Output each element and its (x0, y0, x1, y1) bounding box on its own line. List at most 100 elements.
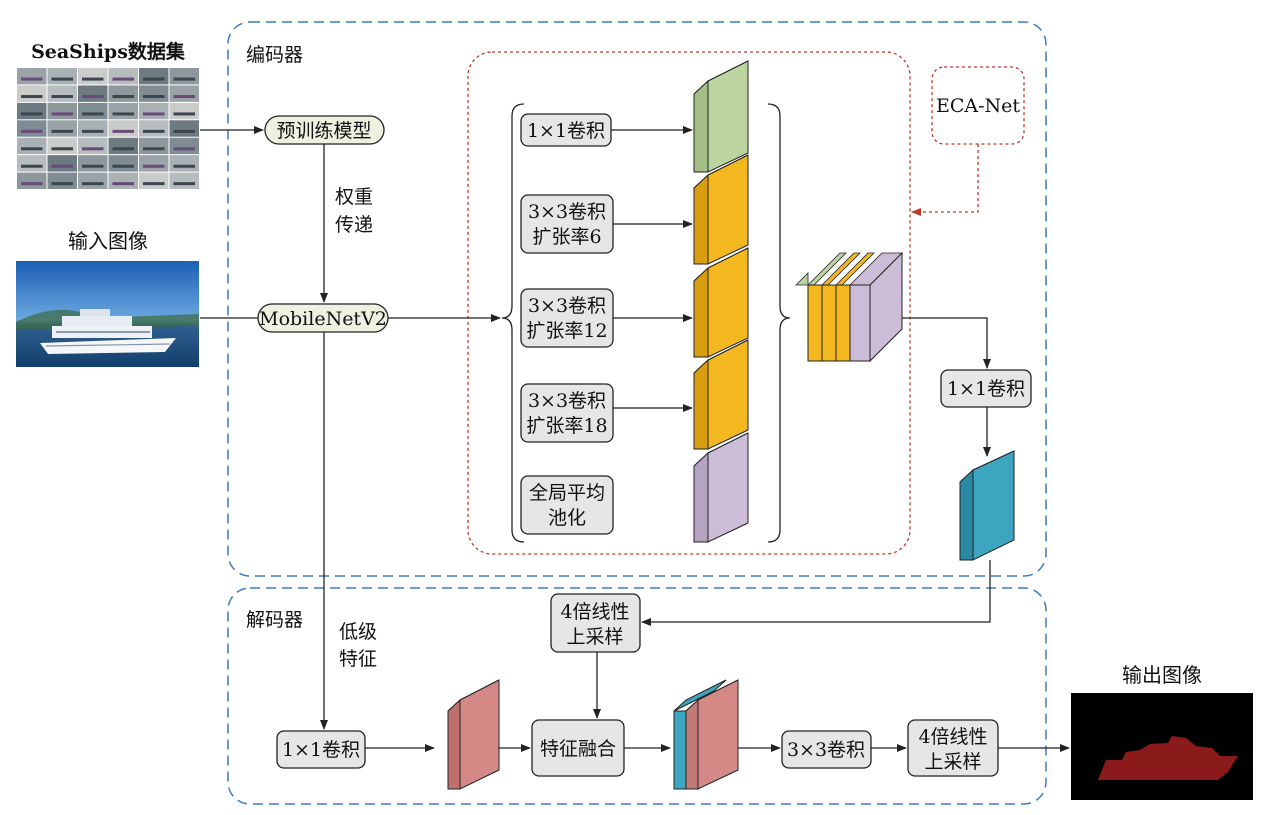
dataset-thumbnail (78, 120, 108, 137)
dataset-thumbnail-ship (173, 182, 195, 186)
dataset-thumbnail (139, 137, 169, 155)
dataset-thumbnail-ship (21, 77, 43, 81)
dataset-thumbnail (108, 155, 138, 172)
dataset-thumbnail-ship (173, 95, 195, 99)
dataset-thumbnail (139, 85, 169, 102)
dataset-thumbnail-ship (112, 112, 134, 116)
input-ship-image (16, 261, 199, 367)
encoder-conv1x1-label: 1×1卷积 (947, 378, 1025, 400)
dataset-thumbnail-ship (143, 164, 165, 168)
output-image-title: 输出图像 (1122, 663, 1202, 687)
dataset-thumbnail (139, 155, 169, 172)
dataset-thumbnail (139, 120, 169, 137)
dataset-thumbnail-ship (112, 182, 134, 186)
dataset-thumbnail-ship (51, 95, 73, 99)
dataset-thumbnail-ship (143, 129, 165, 133)
dataset-thumbnail (47, 85, 77, 102)
dataset-thumbnail-ship (21, 182, 43, 186)
dataset-thumbnail-ship (112, 164, 134, 168)
aspp-pooling-label-2: 池化 (548, 507, 586, 529)
arrow-eca-to-aspp (911, 144, 979, 216)
dataset-thumbnail-ship (143, 147, 165, 151)
dataset-thumbnail (17, 68, 47, 85)
arrow-stack-to-conv (902, 317, 991, 369)
dataset-thumbnail-ship (51, 77, 73, 81)
dataset-thumbnail (47, 137, 77, 155)
dataset-thumbnail (169, 172, 199, 189)
dataset-thumbnail-ship (143, 77, 165, 81)
dataset-thumbnail (78, 85, 108, 102)
upsample-output-label-2: 上采样 (924, 751, 981, 773)
aspp-dilation6-label-2: 扩张率6 (532, 226, 601, 248)
dataset-thumbnail (108, 85, 138, 102)
dataset-thumbnail-ship (173, 147, 195, 151)
dataset-thumbnail (169, 85, 199, 102)
feature-map-orange-3 (693, 339, 749, 450)
dataset-thumbnail-ship (51, 182, 73, 186)
aspp-right-brace (767, 103, 791, 543)
encoder-conv1x1-box (940, 369, 1032, 408)
dataset-thumbnail (169, 68, 199, 85)
dataset-thumbnail-ship (82, 95, 104, 99)
dataset-thumbnail (78, 68, 108, 85)
low-level-conv1x1-box (276, 730, 366, 769)
concatenated-feature-stack (795, 251, 903, 363)
aspp-conv1x1-label: 1×1卷积 (527, 120, 605, 142)
pretrain-model-label: 预训练模型 (276, 120, 371, 142)
dataset-thumbnail (47, 120, 77, 137)
dataset-thumbnail (169, 155, 199, 172)
dataset-thumbnail-ship (21, 164, 43, 168)
dataset-thumbnail-ship (143, 182, 165, 186)
dataset-thumbnail-ship (173, 77, 195, 81)
encoder-label: 编码器 (246, 44, 303, 66)
upsample-top-label-2: 上采样 (566, 626, 623, 648)
decoder-region (227, 587, 1047, 805)
low-level-feature-label-1: 低级 (339, 621, 377, 643)
dataset-thumbnail-ship (112, 95, 134, 99)
decoder-label: 解码器 (246, 609, 303, 631)
dataset-thumbnail (47, 172, 77, 189)
feature-map-green (693, 60, 749, 173)
feature-fusion-label: 特征融合 (540, 738, 616, 760)
aspp-dilation18-label-1: 3×3卷积 (528, 390, 606, 412)
dataset-thumbnail-ship (143, 112, 165, 116)
low-level-feature-label-2: 特征 (339, 648, 377, 670)
dataset-thumbnail (139, 68, 169, 85)
dataset-thumbnail (17, 155, 47, 172)
dataset-thumbnail-ship (21, 129, 43, 133)
dataset-thumbnail-ship (82, 147, 104, 151)
upsample-top-box (550, 593, 641, 653)
upsample-top-label-1: 4倍线性 (560, 601, 629, 623)
dataset-thumbnail-ship (21, 95, 43, 99)
dataset-thumbnail (108, 172, 138, 189)
dataset-title: SeaShips数据集 (31, 40, 186, 63)
output-mask-image (1071, 693, 1253, 800)
aspp-pooling-label-1: 全局平均 (529, 482, 605, 504)
dataset-thumbnail (169, 137, 199, 155)
arrow-teal-to-upsample (641, 560, 991, 626)
feature-map-pink (447, 679, 500, 790)
dataset-thumbnail-ship (51, 147, 73, 151)
aspp-left-brace (501, 103, 525, 543)
feature-map-orange-2 (693, 247, 749, 358)
feature-map-lavender (693, 432, 749, 543)
dataset-thumbnail (17, 102, 47, 120)
dataset-thumbnail-ship (82, 129, 104, 133)
dataset-thumbnail (139, 172, 169, 189)
dataset-thumbnail (47, 68, 77, 85)
dataset-thumbnail (78, 137, 108, 155)
dataset-thumbnail (108, 137, 138, 155)
dataset-thumbnail (78, 155, 108, 172)
aspp-pooling-box (520, 475, 614, 535)
aspp-dilation12-label-2: 扩张率12 (526, 320, 607, 342)
dataset-thumbnail-ship (51, 112, 73, 116)
dataset-thumbnail (108, 68, 138, 85)
aspp-dilation12-label-1: 3×3卷积 (528, 295, 606, 317)
dataset-thumbnail-ship (112, 77, 134, 81)
dataset-thumbnail (139, 102, 169, 120)
dataset-thumbnail-ship (82, 164, 104, 168)
aspp-dilation18-box (520, 383, 614, 443)
dataset-mosaic (17, 68, 199, 189)
dataset-thumbnail (47, 102, 77, 120)
